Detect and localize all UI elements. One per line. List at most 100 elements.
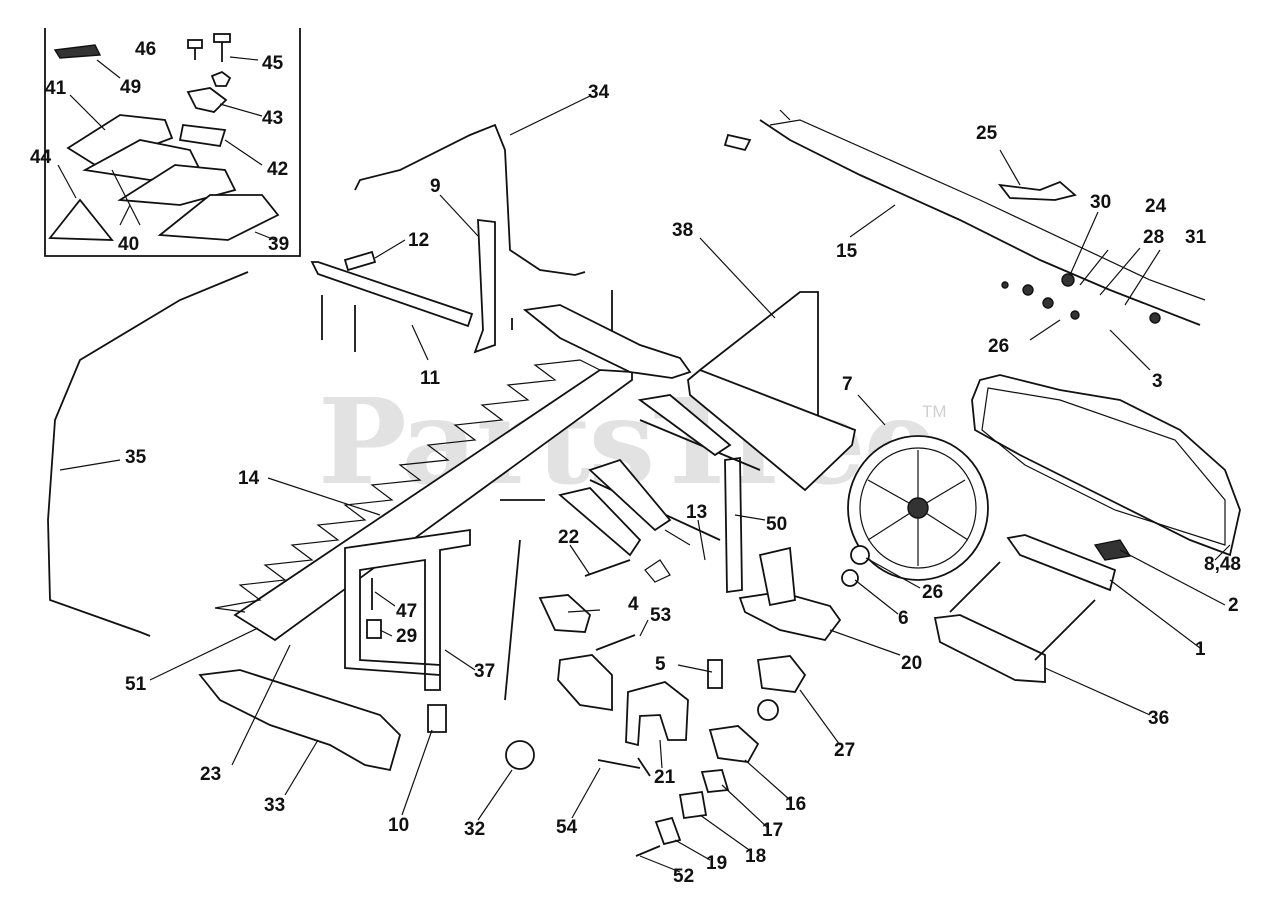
callout-46: 46 xyxy=(135,39,156,60)
callout-31: 31 xyxy=(1185,227,1207,248)
part-2 xyxy=(1093,539,1132,561)
callout-11: 11 xyxy=(420,368,441,389)
callout-54: 54 xyxy=(556,817,578,838)
callout-41: 41 xyxy=(45,78,67,99)
callout-29: 29 xyxy=(396,626,417,647)
callout-26: 26 xyxy=(988,336,1009,357)
part-39 xyxy=(157,194,280,241)
callout-52: 52 xyxy=(673,866,694,887)
part-9 xyxy=(473,218,496,354)
callout-4: 4 xyxy=(628,594,639,615)
part-50 xyxy=(724,456,743,594)
callout-15: 15 xyxy=(836,241,858,262)
part-29 xyxy=(366,619,382,639)
part-49 xyxy=(53,44,102,59)
part-shoe-upper xyxy=(522,304,692,379)
callout-32: 32 xyxy=(464,819,485,840)
callout-33: 33 xyxy=(264,795,285,816)
part-18 xyxy=(678,790,708,820)
callout-49: 49 xyxy=(120,77,141,98)
callout-50: 50 xyxy=(766,514,787,535)
callout-47: 47 xyxy=(396,601,417,622)
callout-43: 43 xyxy=(262,108,283,129)
part-42 xyxy=(178,124,227,148)
part-12 xyxy=(343,250,377,272)
part-37-frame xyxy=(344,528,471,691)
part-27 xyxy=(756,655,807,693)
part-34-wire xyxy=(354,123,586,276)
callout-17: 17 xyxy=(762,820,783,841)
callout-38: 38 xyxy=(672,220,693,241)
part-11 xyxy=(310,261,474,328)
part-15-cable xyxy=(759,119,1201,326)
part-17 xyxy=(700,769,730,793)
callout-45: 45 xyxy=(262,53,284,74)
part-53-bolt xyxy=(595,634,636,651)
callout-19: 19 xyxy=(706,853,727,874)
part-bracket-mid xyxy=(557,654,613,712)
callout-30: 30 xyxy=(1090,192,1111,213)
part-52 xyxy=(635,845,661,857)
callout-35: 35 xyxy=(125,447,147,468)
callout-42: 42 xyxy=(267,159,288,180)
callout-36: 36 xyxy=(1148,708,1169,729)
callout-14: 14 xyxy=(238,468,260,489)
part-54 xyxy=(597,757,651,777)
callout-5: 5 xyxy=(655,654,666,675)
callout-27: 27 xyxy=(834,740,855,761)
callout-10: 10 xyxy=(388,815,409,836)
callout-25: 25 xyxy=(976,123,998,144)
part-cable-hardware xyxy=(1001,273,1161,324)
part-46 xyxy=(187,39,203,49)
callout-2: 2 xyxy=(1228,595,1239,616)
part-19 xyxy=(654,816,682,846)
callout-26b: 26 xyxy=(922,582,943,603)
callout-44: 44 xyxy=(30,147,52,168)
part-44 xyxy=(48,198,114,241)
part-45 xyxy=(213,33,231,43)
part-nut xyxy=(210,70,232,87)
part-35-wire xyxy=(47,271,249,637)
part-22-bolt xyxy=(584,559,631,577)
callout-53: 53 xyxy=(650,605,671,626)
part-38-box xyxy=(687,368,857,492)
part-25 xyxy=(997,180,1077,201)
part-3 xyxy=(723,133,752,152)
callout-6: 6 xyxy=(898,608,909,629)
part-16 xyxy=(708,725,760,763)
part-14-sickle-bar xyxy=(233,369,633,642)
part-1 xyxy=(1006,534,1117,592)
part-36 xyxy=(933,614,1046,683)
part-21 xyxy=(625,681,689,747)
part-13-spring xyxy=(644,529,691,583)
trademark-mark: TM xyxy=(922,402,947,421)
callout-37: 37 xyxy=(474,661,495,682)
callout-22: 22 xyxy=(558,527,579,548)
callout-24: 24 xyxy=(1145,196,1167,217)
inset-box xyxy=(44,28,301,257)
part-43 xyxy=(186,87,228,113)
bolt-stacks xyxy=(321,290,613,352)
part-4 xyxy=(538,594,592,633)
callout-3: 3 xyxy=(1152,371,1163,392)
callout-39: 39 xyxy=(268,234,289,255)
callout-9: 9 xyxy=(430,176,441,197)
part-5 xyxy=(707,659,723,689)
callout-20: 20 xyxy=(901,653,922,674)
callout-28: 28 xyxy=(1143,227,1164,248)
callout-23: 23 xyxy=(200,764,221,785)
callout-8-48: 8,48 xyxy=(1204,554,1241,575)
callout-18: 18 xyxy=(745,846,766,867)
leader-lines xyxy=(57,56,1231,873)
part-40b xyxy=(117,164,237,206)
part-32 xyxy=(505,740,535,770)
callout-51: 51 xyxy=(125,674,147,695)
callout-12: 12 xyxy=(408,230,429,251)
callout-1: 1 xyxy=(1195,639,1206,660)
part-33 xyxy=(198,669,402,772)
callout-13: 13 xyxy=(686,502,707,523)
part-brackets xyxy=(558,394,732,557)
part-teeth xyxy=(214,359,601,613)
